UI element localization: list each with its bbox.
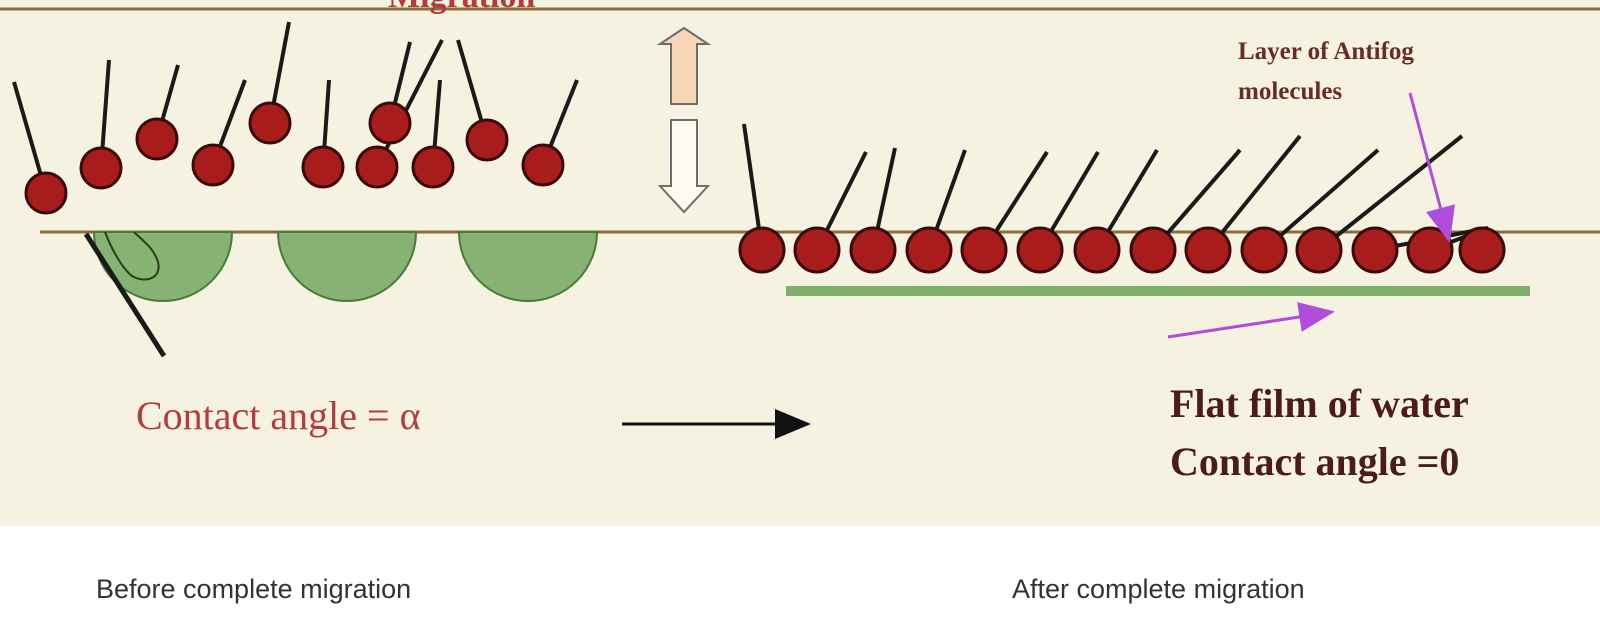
water-droplet <box>276 231 418 302</box>
molecule-head <box>1351 226 1399 274</box>
molecule-head <box>465 118 509 162</box>
molecule-head <box>1240 226 1288 274</box>
antifog-molecule <box>1184 134 1302 274</box>
molecule-head <box>960 226 1008 274</box>
molecule-head <box>355 145 399 189</box>
molecule-head <box>1184 226 1232 274</box>
molecule-tail <box>1317 134 1464 252</box>
molecule-head <box>1458 226 1506 274</box>
antifog-molecule <box>793 151 868 274</box>
layer-pointer-arrow <box>1408 92 1456 243</box>
antifog-molecule <box>248 21 292 145</box>
molecule-head <box>738 226 786 274</box>
caption-after: After complete migration <box>1012 574 1305 604</box>
molecule-head <box>1016 226 1064 274</box>
molecule-head <box>301 145 345 189</box>
film-pointer-arrow <box>1167 302 1335 339</box>
antifog-molecule <box>1129 148 1242 274</box>
molecule-head <box>905 226 953 274</box>
molecule-head <box>411 145 455 189</box>
flat-film-label: Flat film of water <box>1170 381 1469 426</box>
molecule-head <box>368 101 412 145</box>
molecule-tail <box>1262 148 1380 252</box>
antifog-molecule <box>12 81 68 215</box>
antifog-molecule <box>1240 148 1380 274</box>
contact-angle-alpha-label: Contact angle = α <box>136 393 421 438</box>
antifog-molecule <box>905 149 967 274</box>
antifog-molecule <box>1458 226 1506 274</box>
molecule-tail <box>1206 134 1302 252</box>
molecule-head <box>1295 226 1343 274</box>
antifog-molecules-before <box>12 21 579 215</box>
antifog-molecule <box>521 79 579 187</box>
water-droplets <box>92 231 599 302</box>
antifog-molecule <box>849 147 897 274</box>
antifog-molecule <box>191 79 247 187</box>
molecule-head <box>521 143 565 187</box>
droplet-contour <box>104 231 160 281</box>
antifog-molecule <box>1016 150 1100 274</box>
molecule-head <box>191 143 235 187</box>
antifog-molecule <box>368 41 412 145</box>
contact-angle-tangent <box>83 232 167 358</box>
molecule-head <box>1073 226 1121 274</box>
antifog-molecule <box>411 79 455 189</box>
antifog-molecule <box>355 39 444 189</box>
antifog-molecule <box>1295 134 1464 274</box>
molecule-head <box>79 146 123 190</box>
antifog-molecule <box>79 59 123 190</box>
migration-title-cropped: Migration <box>388 0 535 16</box>
molecule-head <box>135 117 179 161</box>
antifog-diagram <box>0 7 1600 439</box>
antifog-molecule <box>1073 148 1159 274</box>
water-droplet <box>92 231 234 302</box>
molecule-tail <box>375 39 444 168</box>
antifog-molecule <box>456 39 509 162</box>
molecule-head <box>248 101 292 145</box>
up-arrow <box>656 26 712 105</box>
molecule-head <box>1406 226 1454 274</box>
antifog-molecule <box>301 79 345 189</box>
antifog-molecule <box>738 123 786 274</box>
caption-before: Before complete migration <box>96 574 412 604</box>
molecule-head <box>793 226 841 274</box>
down-arrow <box>657 119 711 214</box>
molecule-head <box>24 171 68 215</box>
antifog-molecule <box>135 64 180 161</box>
molecule-head <box>849 226 897 274</box>
antifog-molecules-after <box>738 123 1506 274</box>
molecule-head <box>1129 226 1177 274</box>
contact-angle-zero-label: Contact angle =0 <box>1170 439 1460 484</box>
layer-of-antifog-label: Layer of Antifog molecules <box>1238 32 1518 112</box>
layer-of-antifog-text: Layer of Antifog molecules <box>1238 38 1414 105</box>
antifog-molecule <box>960 150 1049 274</box>
water-droplet <box>457 231 599 302</box>
